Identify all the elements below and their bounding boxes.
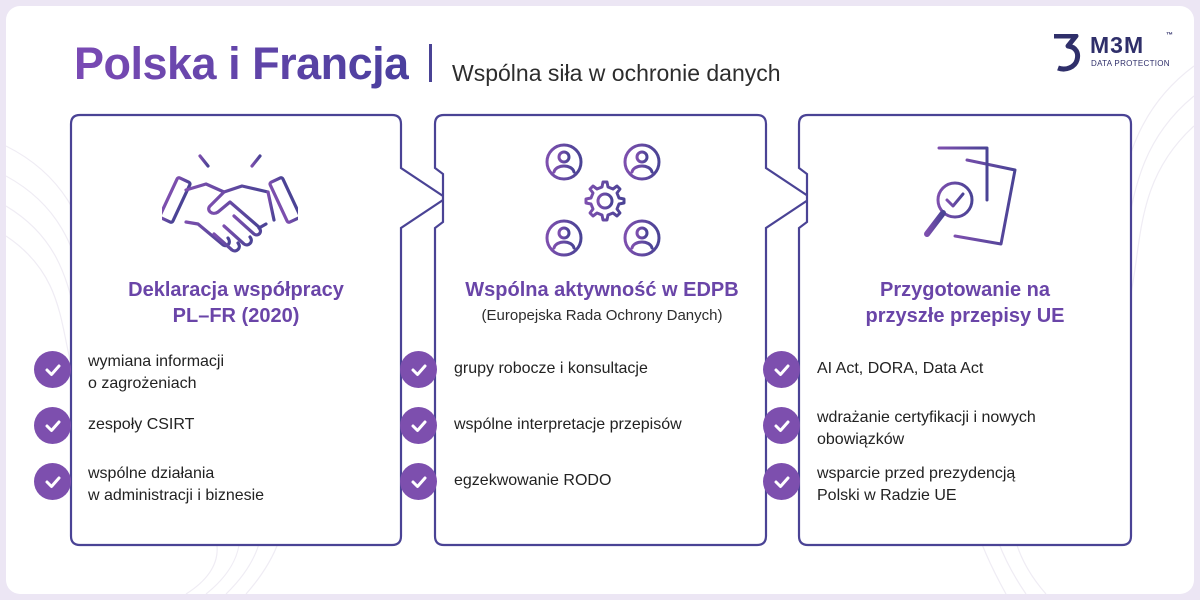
item-text-line: o zagrożeniach	[88, 375, 197, 392]
card-1-item-2-text: zespoły CSIRT	[88, 414, 194, 436]
card-1-item-1-text: wymiana informacji o zagrożeniach	[88, 351, 224, 395]
card-2-item-2-text: wspólne interpretacje przepisów	[454, 414, 682, 436]
card-2-subtitle: (Europejska Rada Ochrony Danych)	[481, 307, 723, 324]
item-text-line: grupy robocze i konsultacje	[454, 360, 648, 377]
page-subtitle: Wspólna siła w ochronie danych	[452, 60, 781, 86]
check-icon	[34, 407, 71, 444]
item-text-line: zespoły CSIRT	[88, 416, 195, 433]
item-text-line: egzekwowanie RODO	[454, 472, 612, 489]
card-3-item-2-text: wdrażanie certyfikacji i nowych obowiązk…	[817, 407, 1036, 451]
item-text-line: wymiana informacji	[88, 353, 225, 370]
document-magnifier-icon	[924, 144, 1017, 246]
check-icon	[400, 463, 437, 500]
card-2-title-line-1: Wspólna aktywność w EDPB	[465, 279, 739, 301]
item-text-line: wspólne interpretacje przepisów	[454, 416, 682, 433]
card-3-title: Przygotowanie na przyszłe przepisy UE	[783, 277, 1147, 329]
card-2-item-3-text: egzekwowanie RODO	[454, 470, 611, 492]
card-3-item-3-text: wsparcie przed prezydencją Polski w Radz…	[817, 463, 1015, 507]
check-icon	[763, 407, 800, 444]
check-icon	[34, 463, 71, 500]
card-1-title-line-2: PL–FR (2020)	[172, 305, 300, 327]
item-text-line: wspólne działania	[88, 465, 215, 482]
card-3-title-line-1: Przygotowanie na	[879, 279, 1051, 301]
card-3-title-line-2: przyszłe przepisy UE	[865, 305, 1065, 327]
check-icon	[763, 351, 800, 388]
page-title: Polska i Francja	[74, 38, 409, 89]
item-text-line: w administracji i biznesie	[88, 487, 265, 504]
item-text-line: wsparcie przed prezydencją	[817, 465, 1016, 482]
logo-trademark: ™	[1166, 32, 1173, 39]
item-text-line: obowiązków	[817, 431, 905, 448]
handshake-icon	[162, 144, 298, 253]
check-icon	[400, 351, 437, 388]
logo-tagline: DATA PROTECTION	[1091, 59, 1170, 68]
card-1-title: Deklaracja współpracy PL–FR (2020)	[54, 277, 418, 329]
m3m-logo-icon	[1054, 34, 1081, 72]
item-text-line: AI Act, DORA, Data Act	[817, 360, 984, 377]
logo-wordmark: M3M	[1090, 32, 1145, 58]
team-gear-icon	[545, 143, 661, 257]
item-text-line: wdrażanie certyfikacji i nowych	[817, 409, 1036, 426]
check-icon	[400, 407, 437, 444]
check-icon	[34, 351, 71, 388]
card-2-outline	[433, 113, 813, 547]
title-divider	[429, 44, 432, 82]
item-text-line: Polski w Radzie UE	[817, 487, 957, 504]
card-1-item-3-text: wspólne działania w administracji i bizn…	[88, 463, 264, 507]
card-3-outline	[797, 113, 1133, 547]
card-3-item-1-text: AI Act, DORA, Data Act	[817, 358, 983, 380]
card-2-item-1-text: grupy robocze i konsultacje	[454, 358, 648, 380]
card-1-outline	[69, 113, 448, 547]
card-2-title: Wspólna aktywność w EDPB	[420, 277, 784, 303]
card-1-title-line-1: Deklaracja współpracy	[128, 279, 344, 301]
check-icon	[763, 463, 800, 500]
